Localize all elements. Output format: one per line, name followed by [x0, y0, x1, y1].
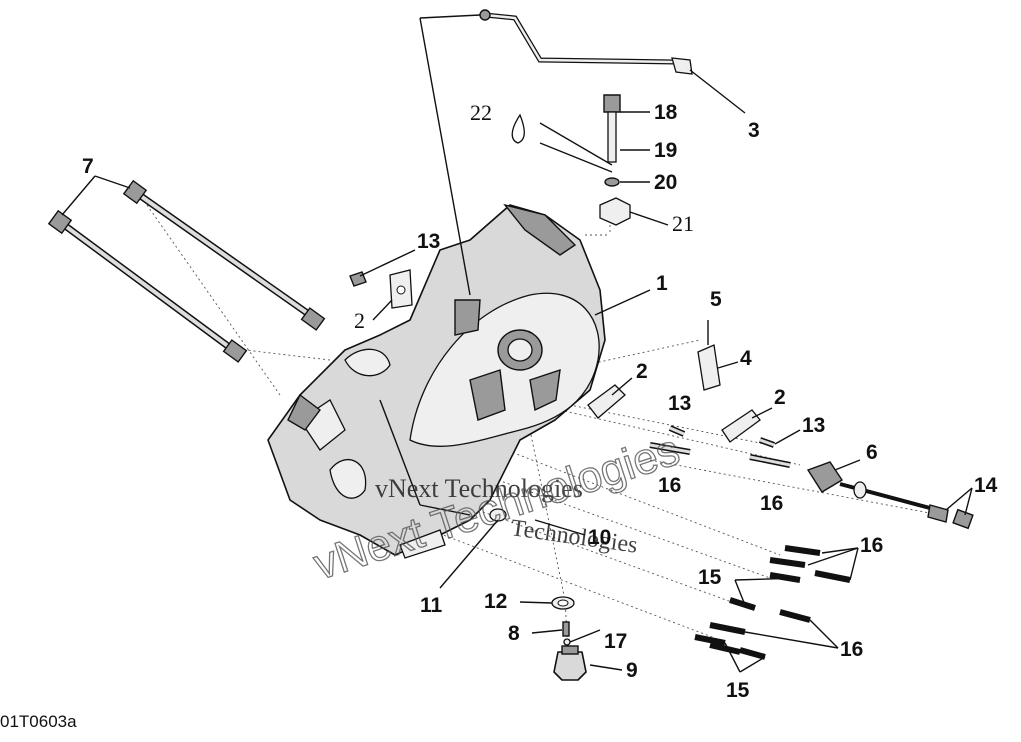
bolt-16-row1: [694, 545, 851, 660]
stud-bolts: [47, 179, 326, 363]
bolt-16a: [649, 442, 691, 455]
callout-20: 20: [654, 171, 677, 194]
callout-5: 5: [710, 288, 722, 311]
breather-tube: [419, 9, 693, 296]
callout-19: 19: [654, 139, 677, 162]
callout-14: 14: [974, 474, 998, 497]
callout-2b: 2: [636, 360, 648, 383]
bolt-13b: [668, 425, 686, 437]
callout-6: 6: [866, 441, 878, 464]
sensor-cable: [806, 461, 974, 530]
callout-11: 11: [420, 594, 443, 617]
callout-9: 9: [626, 659, 638, 682]
watermark-line1: vNext Technologies: [375, 474, 583, 503]
bolt-16b: [749, 454, 791, 468]
leader-lines: [61, 69, 973, 673]
callout-4: 4: [740, 347, 752, 370]
callout-7: 7: [82, 155, 94, 178]
callout-3: 3: [748, 119, 760, 142]
callout-1: 1: [656, 272, 668, 295]
crankcase-half: [267, 203, 606, 559]
callout-2a: 2: [354, 308, 365, 333]
callout-17: 17: [604, 630, 627, 653]
callout-21: 21: [672, 211, 694, 236]
bolts: [649, 425, 851, 660]
fitting-stack: [511, 94, 631, 226]
callout-13a: 13: [417, 230, 440, 253]
callout-10: 10: [588, 526, 611, 549]
callout-12: 12: [484, 590, 507, 613]
callout-8: 8: [508, 622, 520, 645]
callout-16a: 16: [658, 474, 681, 497]
diagram-code: 01T0603a: [0, 712, 77, 731]
callout-16c: 16: [860, 534, 883, 557]
callout-labels: 3 22 18 19 20 21 7 13 2 1 5 4 2 13 2 13 …: [82, 100, 998, 702]
drain-parts: [489, 508, 587, 681]
bolt-13c: [758, 437, 776, 448]
callout-16d: 16: [840, 638, 863, 661]
callout-2c: 2: [774, 386, 786, 409]
callout-13c: 13: [802, 414, 825, 437]
callout-16b: 16: [760, 492, 783, 515]
callout-13b: 13: [668, 392, 691, 415]
callout-18: 18: [654, 101, 678, 124]
callout-22: 22: [470, 100, 492, 125]
callout-15a: 15: [698, 566, 722, 589]
callout-15b: 15: [726, 679, 750, 702]
